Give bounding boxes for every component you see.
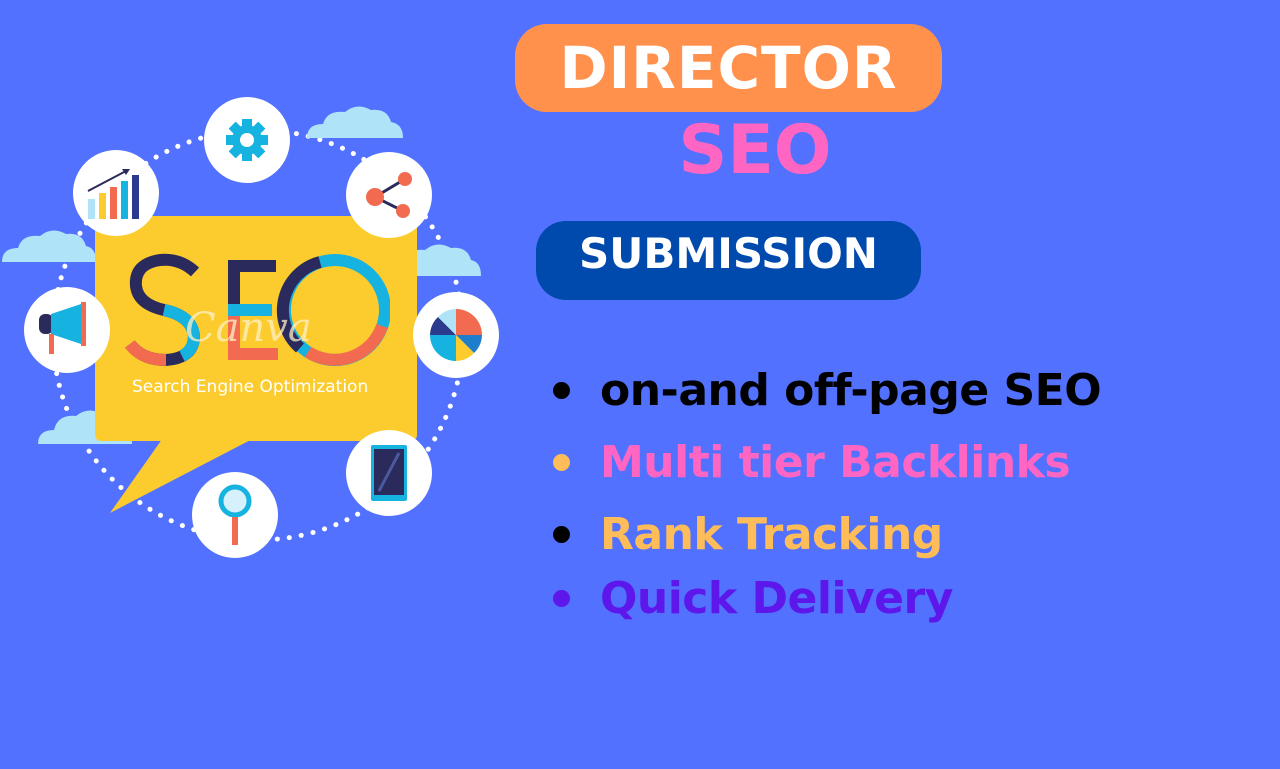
feature-item: on-and off-page SEO <box>553 365 1102 416</box>
pie-chart-icon <box>430 309 482 361</box>
seo-subtitle: Search Engine Optimization <box>132 377 369 397</box>
bar-chart-icon <box>87 169 139 219</box>
pie-chart-icon-circle <box>413 292 499 378</box>
feature-text: Rank Tracking <box>600 509 943 560</box>
speech-tail <box>110 435 260 513</box>
gear-icon-circle <box>204 97 290 183</box>
share-icon-circle <box>346 152 432 238</box>
seo-title: SEO <box>678 111 832 190</box>
bar-chart-icon-circle <box>73 150 159 236</box>
tablet-icon <box>371 445 407 501</box>
speech-bubble <box>95 216 417 441</box>
seo-illustration: Canva Search Engine Optimization <box>0 90 510 570</box>
director-badge: DIRECTOR <box>515 24 942 112</box>
share-icon <box>366 172 412 218</box>
tablet-icon-circle <box>346 430 432 516</box>
canva-watermark: Canva <box>185 305 312 351</box>
feature-text: Multi tier Backlinks <box>600 437 1071 488</box>
magnifier-icon-circle <box>192 472 278 558</box>
director-label: DIRECTOR <box>559 34 898 102</box>
feature-item: Multi tier Backlinks <box>553 437 1071 488</box>
magnifier-icon <box>218 484 252 545</box>
gear-icon <box>226 119 268 161</box>
bullet-icon <box>553 454 570 471</box>
megaphone-icon <box>39 302 86 354</box>
megaphone-icon-circle <box>24 287 110 373</box>
cloud-icon <box>2 230 96 262</box>
submission-label: SUBMISSION <box>579 229 878 278</box>
feature-text: on-and off-page SEO <box>600 365 1102 416</box>
feature-item: Rank Tracking <box>553 509 943 560</box>
submission-badge: SUBMISSION <box>536 221 921 300</box>
cloud-icon <box>307 106 403 138</box>
seo-logo-text <box>125 253 390 367</box>
bullet-icon <box>553 526 570 543</box>
feature-text: Quick Delivery <box>600 573 953 624</box>
bullet-icon <box>553 590 570 607</box>
bullet-icon <box>553 382 570 399</box>
feature-item: Quick Delivery <box>553 573 953 624</box>
